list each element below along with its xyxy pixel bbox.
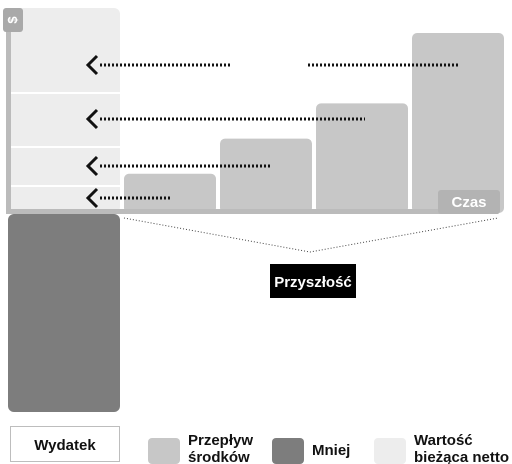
time-axis-label: Czas [451, 194, 486, 211]
legend-outlay: Wydatek [10, 426, 120, 462]
cash-flow-bar-2 [220, 138, 312, 213]
currency-icon [3, 8, 23, 32]
legend-less-swatch [272, 438, 304, 464]
cash-flow-bar-3 [316, 103, 408, 213]
currency-icon-glyph: $ [5, 16, 20, 24]
legend-less-label: Mniej [312, 442, 351, 459]
discount-arrow-1 [85, 187, 172, 209]
outlay-column [8, 214, 120, 412]
legend-cash-flow-swatch [148, 438, 180, 464]
future-label: Przyszłość [274, 274, 352, 291]
vertical-axis [6, 8, 11, 214]
cash-flow-bar-4 [412, 33, 504, 213]
time-axis-label-box [438, 190, 500, 214]
legend-cash-flow-label: Przepływ środków [188, 432, 254, 464]
npv-column [8, 8, 120, 213]
future-bracket [123, 217, 499, 253]
legend-outlay-label: Wydatek [34, 437, 96, 454]
discount-arrow-3 [85, 108, 365, 130]
time-axis [8, 209, 498, 214]
legend-npv-swatch [374, 438, 406, 464]
discount-arrow-2 [85, 155, 270, 177]
discount-arrow-4 [85, 54, 460, 76]
legend-npv-label: Wartość bieżąca netto [414, 432, 510, 464]
cash-flow-bar-1 [124, 173, 216, 213]
future-label-box [270, 264, 356, 298]
